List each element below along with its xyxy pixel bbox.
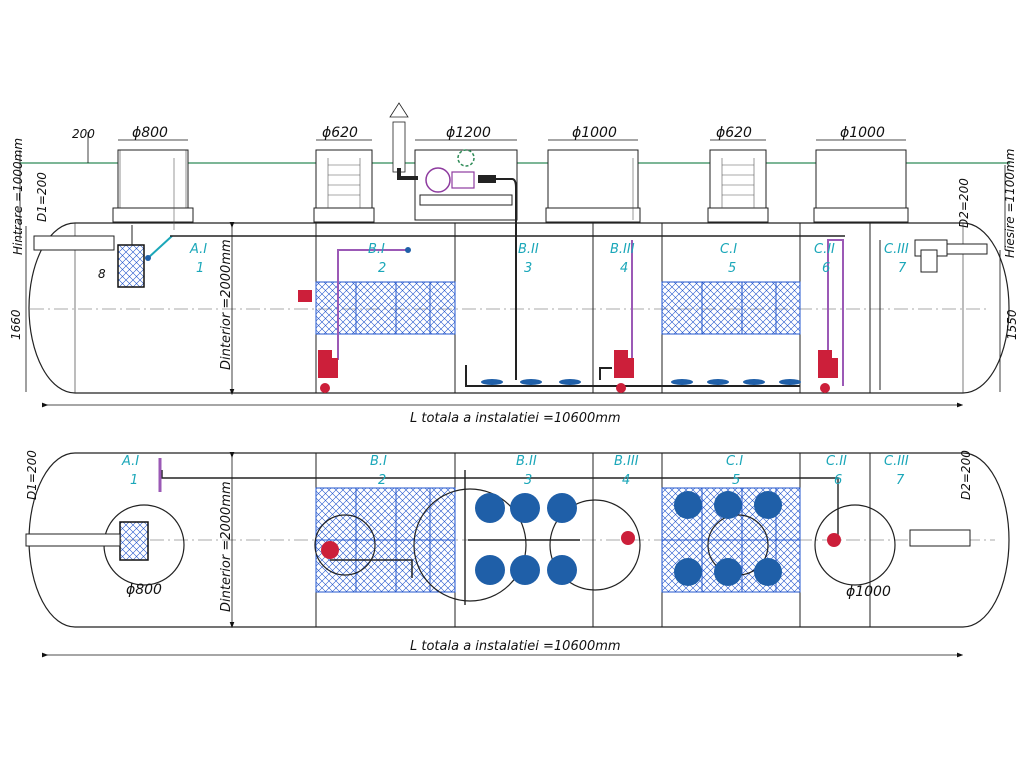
manhole-label-5: ϕ620 <box>716 125 752 141</box>
plan-chamber-num-2: 2 <box>378 473 386 488</box>
dim-d2-side: D2=200 <box>957 178 971 228</box>
side-chamber-num-3: 3 <box>524 261 532 276</box>
plan-chamber-code-6: C.II <box>826 454 847 469</box>
manhole-label-2: ϕ620 <box>322 125 358 141</box>
side-chamber-num-2: 2 <box>378 261 386 276</box>
plan-tank-body <box>28 452 1010 628</box>
pumps <box>318 350 838 393</box>
manhole-label-1: ϕ800 <box>132 125 168 141</box>
plan-dimension-lines <box>41 451 964 658</box>
side-chamber-code-1: A.I <box>189 242 207 257</box>
dim-h-intrare: Hintrare =1000mm <box>11 138 25 255</box>
diffusers <box>481 379 801 385</box>
plan-chamber-num-3: 3 <box>524 473 532 488</box>
inlet <box>33 225 173 288</box>
manhole-label-4: ϕ1000 <box>572 125 617 141</box>
side-chamber-code-2: B.I <box>368 242 385 257</box>
dim-d1-side: D1=200 <box>35 172 49 222</box>
plan-manhole-left: ϕ800 <box>126 582 162 598</box>
plan-chamber-num-6: 6 <box>834 473 842 488</box>
manhole-label-3: ϕ1200 <box>446 125 491 141</box>
dim-h-iesire: Hiesire =1100mm <box>1003 149 1017 258</box>
plan-pump-c2 <box>827 533 841 547</box>
side-chamber-num-1: 1 <box>196 261 204 276</box>
side-chamber-num-5: 5 <box>728 261 736 276</box>
plan-chamber-code-2: B.I <box>370 454 387 469</box>
media-grid <box>355 282 777 334</box>
media-block-b1 <box>315 281 456 335</box>
side-chamber-code-7: C.III <box>884 242 909 257</box>
plan-chamber-code-1: A.I <box>121 454 139 469</box>
plan-dim-length: L totala a instalatiei =10600mm <box>410 639 621 654</box>
dim-1550: 1550 <box>1005 309 1019 340</box>
plan-chamber-code-4: B.III <box>614 454 639 469</box>
outlet <box>914 239 988 273</box>
plan-pump-b3 <box>621 531 635 545</box>
plan-dim-d2: D2=200 <box>959 450 973 500</box>
side-chamber-num-6: 6 <box>822 261 830 276</box>
dim-1660: 1660 <box>9 309 23 340</box>
plan-chamber-num-4: 4 <box>622 473 630 488</box>
plan-outlet-pipe <box>909 529 971 547</box>
plan-chamber-num-1: 1 <box>130 473 138 488</box>
plan-chamber-num-5: 5 <box>732 473 740 488</box>
plan-inlet-screen <box>119 521 149 561</box>
plan-chamber-num-7: 7 <box>896 473 905 488</box>
internal-pipes <box>337 239 844 387</box>
plan-chamber-code-3: B.II <box>516 454 537 469</box>
plan-manhole-right: ϕ1000 <box>846 584 891 600</box>
plan-chamber-labels: A.I 1 B.I 2 B.II 3 B.III 4 C.I 5 C.II 6 … <box>121 454 909 488</box>
side-view <box>19 102 1010 408</box>
media-block-c1 <box>661 281 801 335</box>
side-chamber-num-4: 4 <box>620 261 628 276</box>
plan-inlet-pipe <box>25 533 121 547</box>
plan-pump-b1 <box>321 541 339 559</box>
vent-pipe <box>389 102 418 180</box>
manhole-risers <box>112 149 909 223</box>
plan-pipe-b1 <box>330 559 413 578</box>
side-chamber-code-6: C.II <box>814 242 835 257</box>
side-chamber-code-5: C.I <box>720 242 737 257</box>
plan-diffusers <box>475 491 782 586</box>
side-chamber-num-7: 7 <box>898 261 907 276</box>
blower <box>425 149 517 380</box>
red-unit <box>298 290 312 302</box>
dim-200: 200 <box>72 127 95 141</box>
dim-length-side: L totala a instalatiei =10600mm <box>410 411 621 426</box>
side-dimension-lines <box>19 132 1006 408</box>
plan-chamber-code-7: C.III <box>884 454 909 469</box>
item-8: 8 <box>98 267 106 281</box>
plan-air-pipe <box>161 470 839 540</box>
side-chamber-code-3: B.II <box>518 242 539 257</box>
plan-view <box>25 451 1010 658</box>
plan-chamber-code-5: C.I <box>726 454 743 469</box>
manhole-label-6: ϕ1000 <box>840 125 885 141</box>
plan-dim-d-interior: Dinterior =2000mm <box>219 481 234 612</box>
ladders <box>173 158 755 230</box>
side-chamber-code-4: B.III <box>610 242 635 257</box>
dim-d-interior-side: Dinterior =2000mm <box>219 239 234 370</box>
side-chamber-labels: A.I 1 B.I 2 B.II 3 B.III 4 C.I 5 C.II 6 … <box>189 242 909 276</box>
plan-dim-d1: D1=200 <box>25 450 39 500</box>
